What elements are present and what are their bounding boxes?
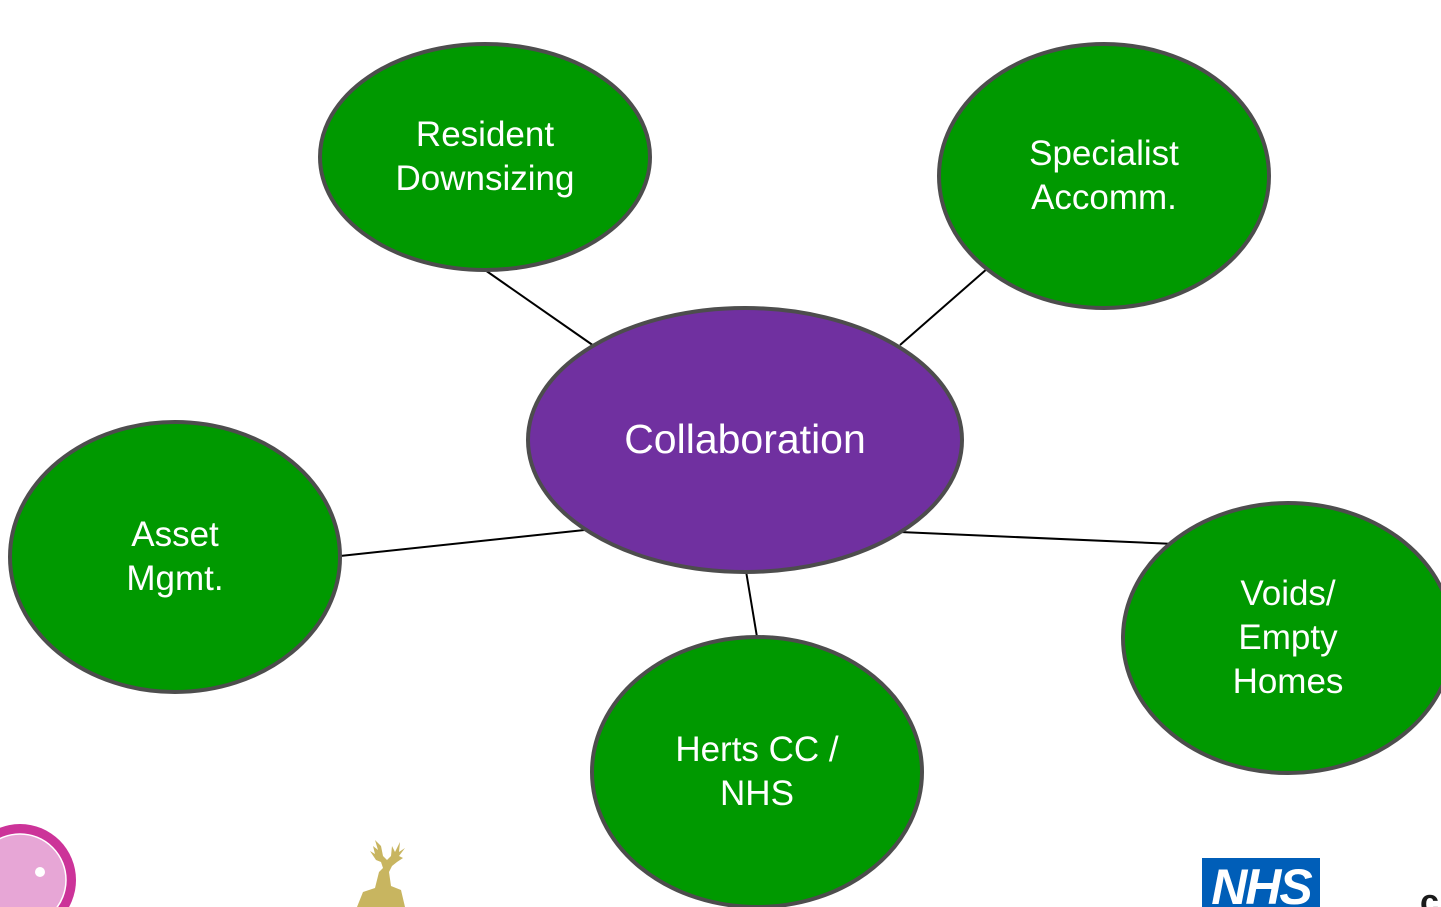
stag-logo: [357, 840, 405, 907]
connector-resident-downsizing: [484, 269, 595, 347]
node-resident-downsizing: [318, 42, 652, 272]
connector-voids-empty-homes: [899, 531, 1176, 545]
connector-specialist-accomm: [899, 267, 989, 346]
node-voids-empty-homes: [1121, 501, 1441, 775]
node-asset-mgmt: [8, 420, 342, 694]
node-specialist-accomm: [937, 42, 1271, 310]
nhs-logo: NHS: [1202, 858, 1320, 907]
node-collaboration-hub: [526, 306, 964, 574]
connector-herts-cc-nhs: [745, 570, 758, 638]
node-herts-cc-nhs: [590, 635, 924, 907]
connector-asset-mgmt: [339, 528, 595, 557]
council-seal-logo: [0, 824, 76, 907]
partner-logo-fragment: c: [1420, 883, 1439, 907]
nodes: [8, 42, 1441, 907]
